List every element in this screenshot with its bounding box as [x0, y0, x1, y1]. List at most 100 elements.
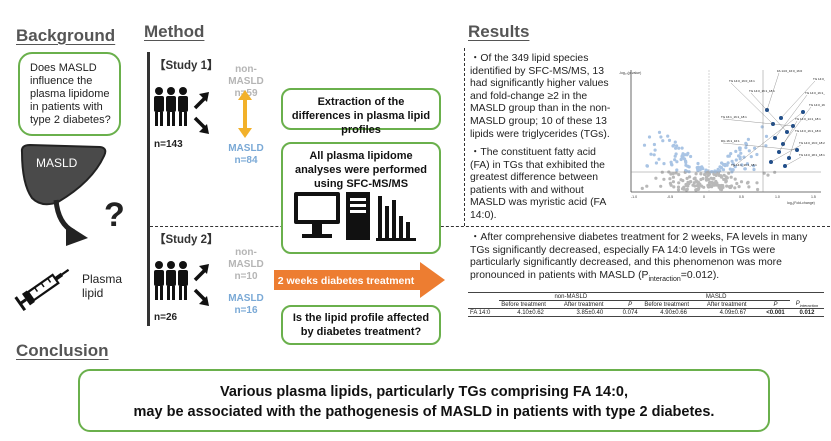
volcano-point: [738, 155, 742, 159]
results-table: non-MASLD MASLD Before treatment After t…: [468, 292, 824, 317]
results-heading: Results: [468, 22, 530, 41]
volcano-point: [744, 142, 749, 147]
volcano-xtick: 1.5: [811, 195, 816, 199]
volcano-point: [666, 134, 670, 138]
volcano-point: [749, 155, 753, 159]
volcano-point: [739, 180, 744, 184]
volcano-point: [764, 134, 769, 138]
volcano-point-label: DG 16:1_16:1: [721, 139, 740, 143]
volcano-point: [726, 161, 730, 165]
extraction-box: Extraction of the differences in plasma …: [281, 88, 441, 136]
volcano-label-leader: [732, 111, 804, 168]
volcano-point: [743, 167, 747, 171]
volcano-point: [667, 138, 672, 142]
volcano-label-leader: [766, 72, 780, 111]
table-col-header: P: [628, 301, 633, 308]
volcano-point: [699, 177, 703, 182]
volcano-point-label: TG 14:1_16:1_18:1: [731, 163, 757, 167]
volcano-point: [762, 171, 766, 175]
study2-label: 【Study 2】: [154, 234, 219, 246]
volcano-point: [755, 181, 759, 185]
volcano-point: [645, 184, 649, 188]
volcano-point: [696, 161, 700, 166]
curved-arrow-icon: [53, 199, 88, 246]
background-heading: Background: [16, 26, 116, 45]
results-bullet-3: ・After comprehensive diabetes treatment …: [470, 232, 808, 283]
volcano-point: [693, 176, 697, 180]
volcano-point: [705, 176, 709, 180]
volcano-point: [729, 175, 733, 179]
volcano-point: [733, 177, 737, 181]
volcano-point: [711, 177, 715, 181]
volcano-point: [720, 161, 724, 165]
volcano-point: [685, 169, 689, 173]
volcano-point: [668, 177, 672, 181]
volcano-point: [745, 162, 749, 166]
volcano-point: [652, 153, 656, 157]
volcano-point: [755, 152, 759, 157]
volcano-point: [645, 164, 649, 168]
volcano-point: [699, 172, 703, 176]
volcano-point: [697, 183, 701, 187]
server-tower-icon: [346, 192, 370, 240]
volcano-point: [709, 180, 713, 184]
volcano-point: [722, 173, 726, 177]
plasma-lipid-label: Plasma lipid: [82, 272, 123, 300]
volcano-label-leader: [778, 120, 798, 153]
volcano-point: [677, 146, 681, 150]
table-cell: 4.10±0.62: [517, 309, 544, 316]
volcano-label-leader: [784, 156, 802, 167]
table-cell: 4.90±0.66: [660, 309, 687, 316]
treatment-label: 2 weeks diabetes treatment: [277, 275, 415, 287]
volcano-point: [671, 172, 675, 176]
volcano-point: [727, 154, 731, 158]
volcano-point-label: TG 14:0_18:1_18:1: [799, 153, 825, 157]
volcano-point: [657, 130, 662, 134]
volcano-point: [747, 149, 751, 153]
volcano-point: [684, 160, 688, 165]
volcano-point: [719, 166, 724, 170]
volcano-xlabel: log₂(Fold-change): [787, 201, 815, 205]
volcano-point: [745, 181, 750, 185]
volcano-point: [710, 170, 714, 174]
volcano-point: [730, 159, 734, 163]
computer-monitor-icon: [294, 192, 340, 238]
volcano-point: [685, 176, 689, 180]
table-group-nonmasld: non-MASLD: [499, 292, 643, 301]
volcano-point: [692, 181, 696, 185]
volcano-point: [671, 180, 675, 184]
results-bullet-2: ・The constituent fatty acid (FA) in TGs …: [470, 147, 606, 221]
volcano-point-label: TG 16:1_16:1_18:1: [721, 115, 747, 119]
volcano-point: [689, 154, 693, 159]
volcano-point: [673, 140, 677, 144]
conclusion-line-1: Various plasma lipids, particularly TGs …: [219, 384, 628, 400]
split-arrows-icon-study1: [193, 92, 209, 134]
volcano-point: [685, 153, 689, 157]
volcano-point: [701, 167, 705, 171]
volcano-xtick: -1.0: [631, 195, 637, 199]
volcano-point: [700, 184, 704, 188]
volcano-label-leader: [730, 82, 774, 125]
volcano-point: [696, 180, 700, 184]
volcano-point: [727, 171, 731, 175]
volcano-point: [747, 185, 751, 189]
volcano-plot: -log₁₀(p-value) log₂(Fold-change) -1.0-0…: [619, 69, 825, 205]
volcano-point: [647, 135, 652, 139]
table-col-header: After treatment: [563, 301, 604, 308]
volcano-xtick: -0.5: [667, 195, 673, 199]
volcano-point: [654, 176, 658, 180]
volcano-label-leader: [788, 132, 798, 159]
study2-question-box: Is the lipid profile affected by diabete…: [281, 305, 441, 345]
volcano-point-label: TG 14:0_14:1_16:0: [813, 77, 825, 81]
volcano-label-leader: [722, 142, 798, 151]
volcano-point: [662, 162, 666, 166]
volcano-point: [731, 162, 735, 166]
volcano-point: [728, 167, 732, 171]
volcano-point: [706, 170, 710, 174]
volcano-point: [662, 177, 666, 181]
volcano-point: [724, 177, 728, 182]
volcano-point: [675, 160, 679, 164]
